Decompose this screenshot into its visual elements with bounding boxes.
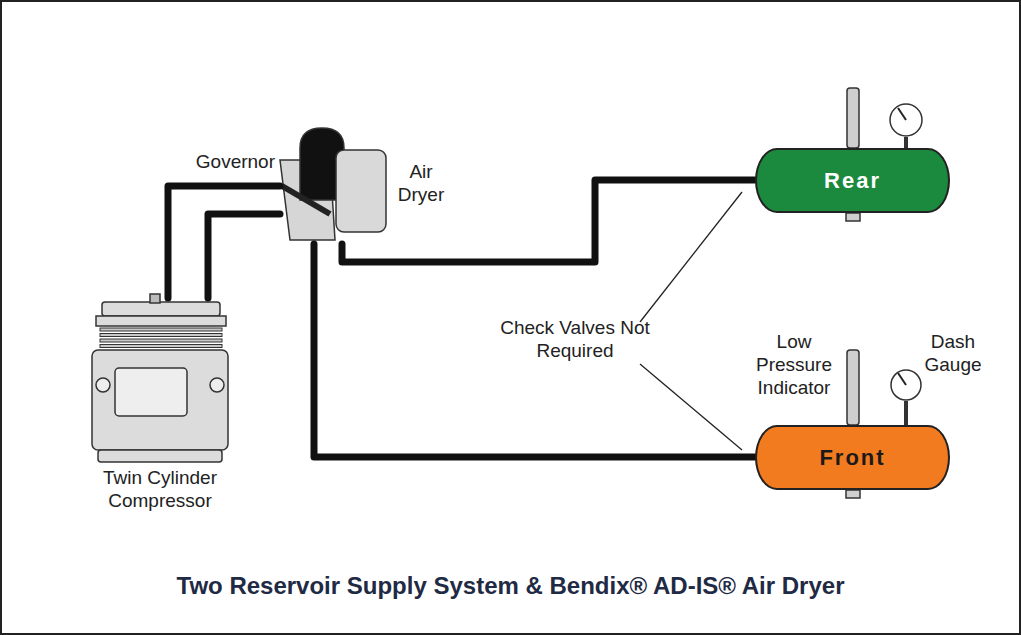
reservoir-tank: Front	[755, 425, 950, 490]
low-pressure-indicator	[847, 88, 859, 148]
compressor-body	[92, 350, 228, 450]
diagram-title: Two Reservoir Supply System & Bendix® AD…	[0, 572, 1021, 600]
gauge-stem	[904, 137, 908, 148]
compressor-fitting	[150, 294, 160, 303]
node-text: Air Dryer	[392, 160, 450, 206]
compressor-base	[98, 450, 222, 462]
node-text: Front	[819, 446, 885, 469]
leader-line	[640, 364, 742, 450]
compressor-drawing	[92, 294, 228, 462]
dryer-drawing	[280, 128, 386, 240]
dash-gauge	[891, 370, 921, 400]
gauge-needle	[898, 108, 906, 120]
node-text: Twin Cylinder Compressor	[95, 466, 225, 512]
node-text: Rear	[824, 169, 881, 192]
part-label: Low Pressure Indicator	[748, 330, 840, 399]
compressor-port	[210, 378, 224, 392]
reservoir-tank: Rear	[755, 148, 950, 213]
gauge-stem	[904, 401, 908, 425]
compressor-plate	[96, 316, 226, 326]
fin	[100, 345, 222, 348]
fin	[100, 339, 222, 342]
compressor-node: Twin Cylinder Compressor	[85, 298, 235, 512]
air-dryer-node: Air Dryer	[280, 128, 454, 244]
compressor-fins	[100, 328, 222, 348]
part-label: Check Valves Not Required	[500, 316, 650, 362]
compressor-port	[96, 378, 110, 392]
compressor-panel	[115, 368, 187, 416]
fin	[100, 334, 222, 337]
leader-line	[640, 192, 742, 322]
air-line	[168, 186, 280, 298]
part-label: Dash Gauge	[918, 330, 988, 376]
compressor-head	[102, 302, 220, 316]
part-label: Governor	[175, 150, 275, 173]
dryer-canister	[336, 150, 386, 232]
fin	[100, 328, 222, 331]
drain-valve	[846, 490, 860, 498]
air-line	[314, 244, 755, 457]
dash-gauge	[890, 104, 922, 136]
gauge-needle	[898, 373, 906, 385]
governor-line	[282, 186, 330, 214]
air-line	[208, 214, 280, 298]
drain-valve	[846, 213, 860, 221]
low-pressure-indicator	[847, 350, 859, 425]
